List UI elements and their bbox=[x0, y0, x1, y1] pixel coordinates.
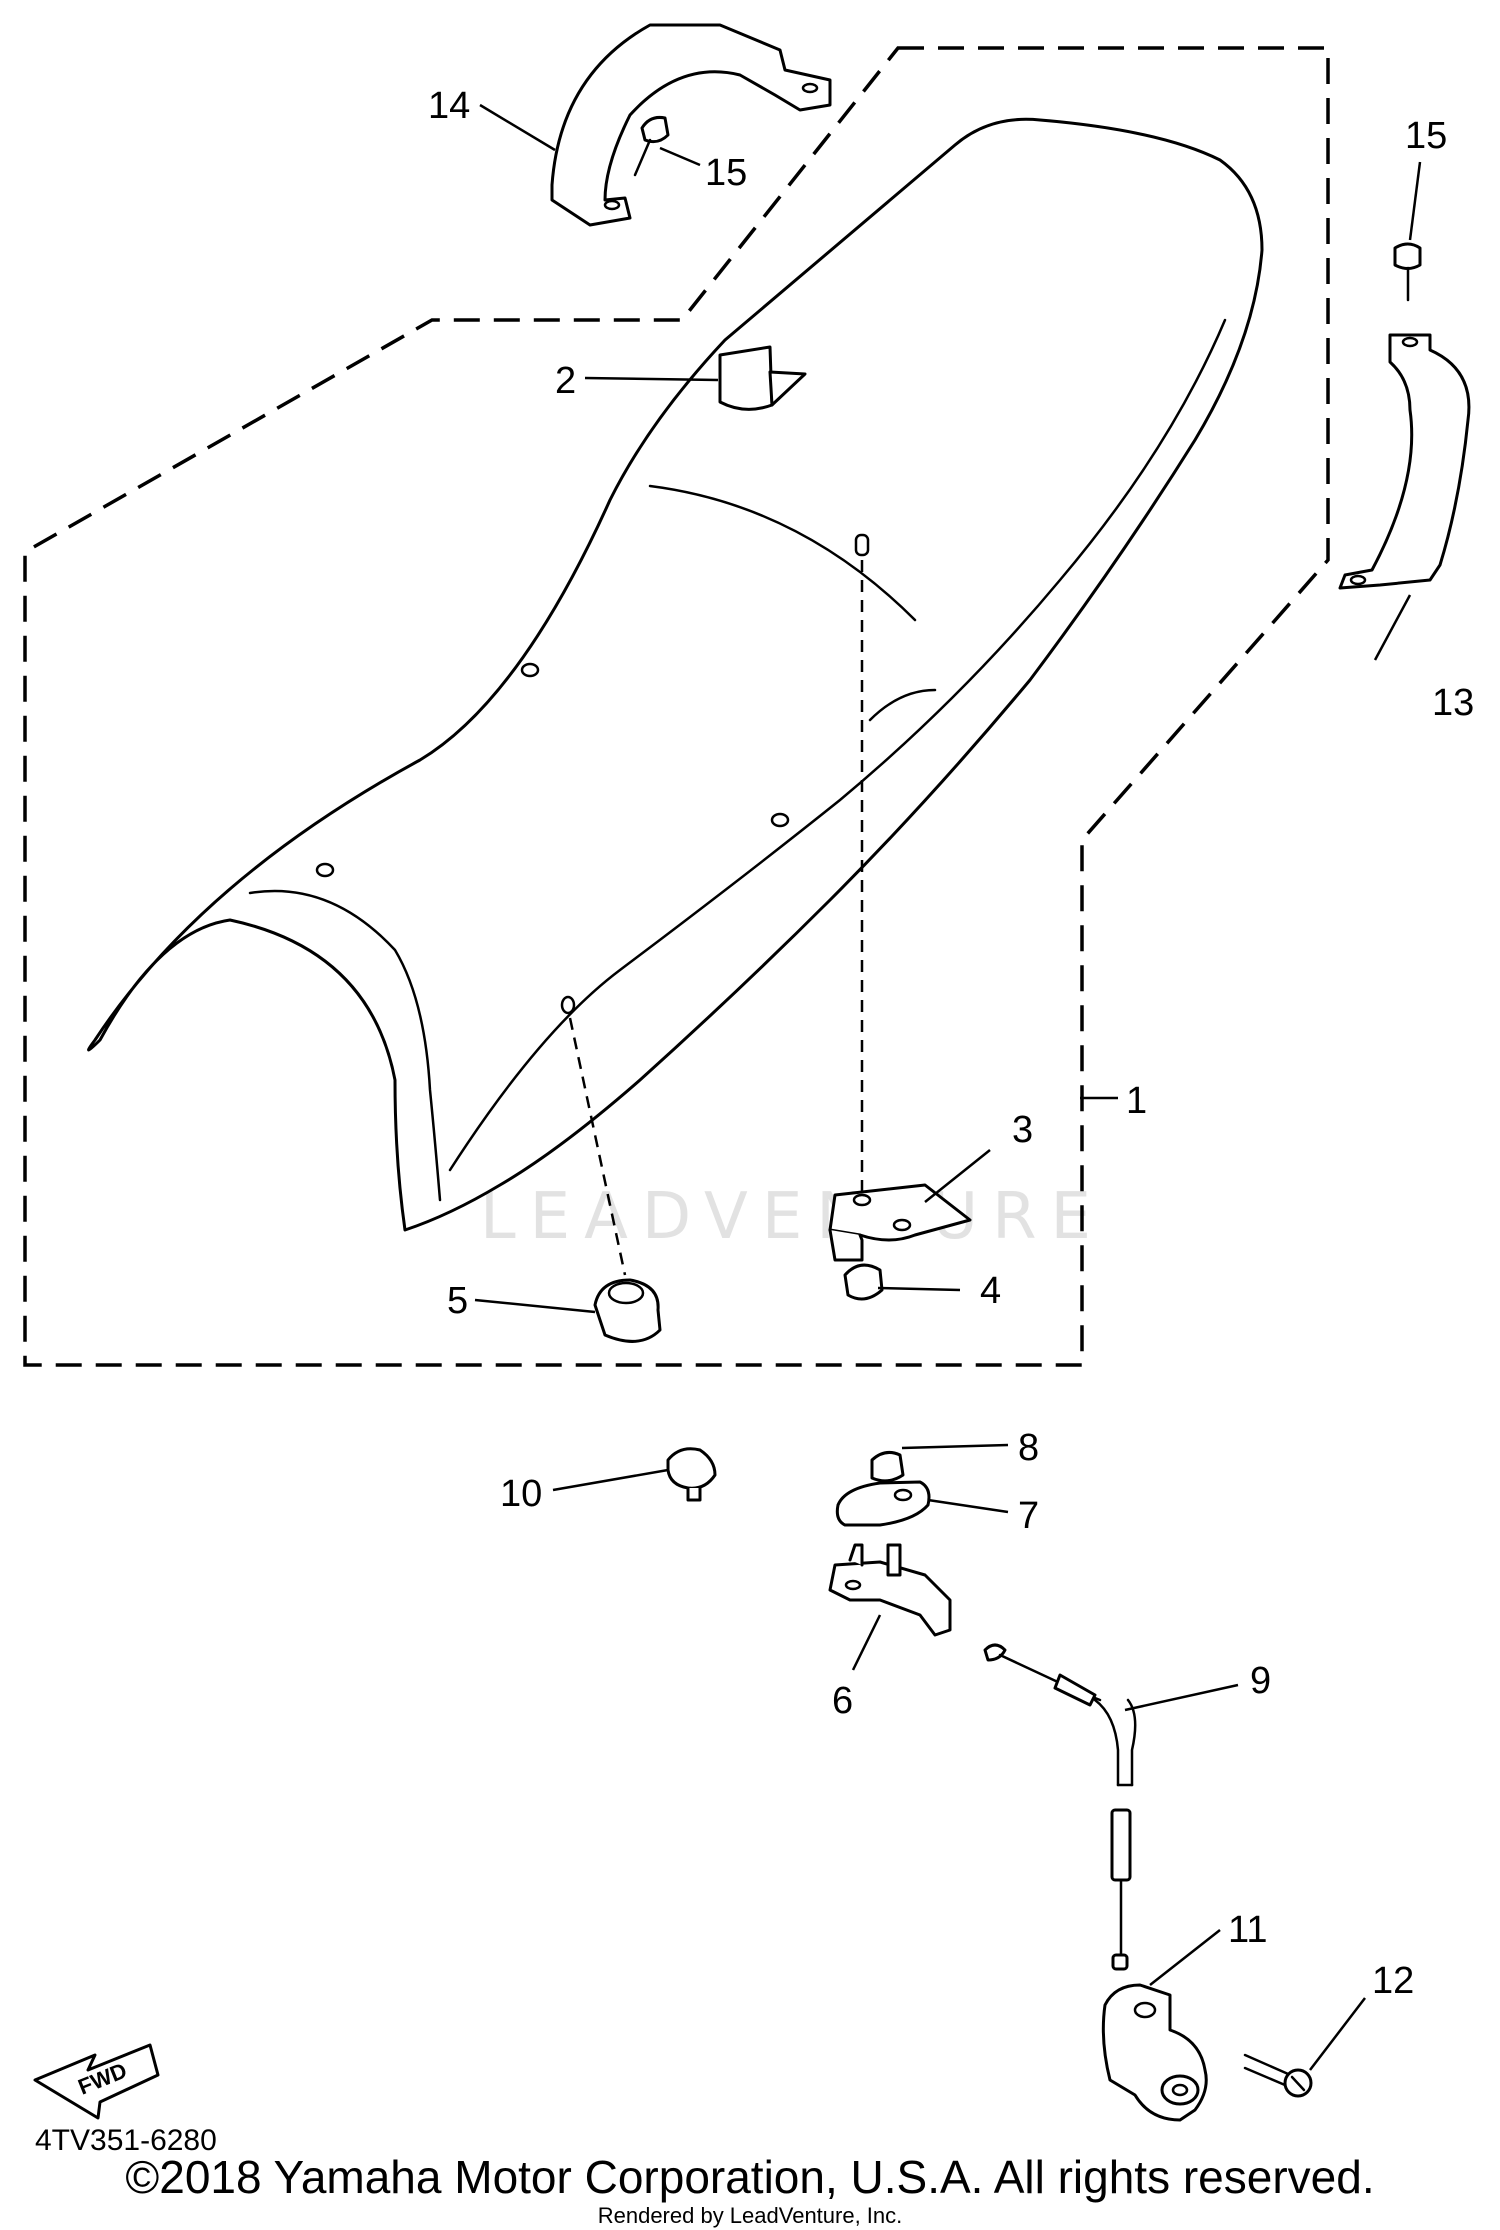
callout-6: 6 bbox=[832, 1680, 853, 1722]
alignment-line-5 bbox=[568, 1017, 627, 1276]
callout-4: 4 bbox=[980, 1270, 1001, 1312]
callout-13: 13 bbox=[1432, 682, 1474, 724]
leadventure-watermark: LEADVENTURE bbox=[480, 1180, 1105, 1254]
callout-10: 10 bbox=[500, 1473, 542, 1515]
grab-bar-left[interactable] bbox=[550, 23, 832, 227]
lock-plate[interactable] bbox=[835, 1480, 931, 1527]
callout-3: 3 bbox=[1012, 1109, 1033, 1151]
seat-assembly-boundary bbox=[23, 46, 1330, 1367]
grab-bar-right[interactable] bbox=[1338, 333, 1471, 590]
callout-12: 12 bbox=[1372, 1960, 1414, 2002]
seat-label-tag[interactable] bbox=[718, 345, 807, 411]
callout-7: 7 bbox=[1018, 1495, 1039, 1537]
callout-15-left: 15 bbox=[705, 152, 747, 194]
diagram-code: 4TV351-6280 bbox=[35, 2124, 217, 2157]
seat-lock-cable[interactable] bbox=[983, 1643, 1137, 1971]
callout-8: 8 bbox=[1018, 1427, 1039, 1469]
callout-15-right: 15 bbox=[1405, 115, 1447, 157]
copyright-notice: ©2018 Yamaha Motor Corporation, U.S.A. A… bbox=[125, 2151, 1375, 2203]
callout-9: 9 bbox=[1250, 1660, 1271, 1702]
seat-lock-body[interactable] bbox=[1101, 1983, 1208, 2122]
fwd-arrow-icon: FWD bbox=[33, 2043, 160, 2120]
callout-2: 2 bbox=[555, 360, 576, 402]
bolt-left[interactable] bbox=[633, 116, 670, 177]
callout-1: 1 bbox=[1126, 1080, 1147, 1122]
damper[interactable] bbox=[593, 1278, 662, 1343]
lock-nut[interactable] bbox=[870, 1450, 905, 1483]
hole-marker bbox=[854, 533, 870, 557]
seat-damper[interactable] bbox=[666, 1447, 717, 1502]
seat-bracket[interactable] bbox=[828, 1183, 972, 1262]
callout-14: 14 bbox=[428, 85, 470, 127]
seat-lock[interactable] bbox=[828, 1543, 952, 1637]
seat[interactable] bbox=[87, 117, 1264, 1232]
rendered-by-notice: Rendered by LeadVenture, Inc. bbox=[597, 2203, 903, 2228]
bolt-right[interactable] bbox=[1393, 242, 1422, 302]
nut[interactable] bbox=[843, 1263, 884, 1301]
callout-5: 5 bbox=[447, 1280, 468, 1322]
lock-screw[interactable] bbox=[1243, 2053, 1313, 2098]
callout-11: 11 bbox=[1228, 1909, 1267, 1951]
